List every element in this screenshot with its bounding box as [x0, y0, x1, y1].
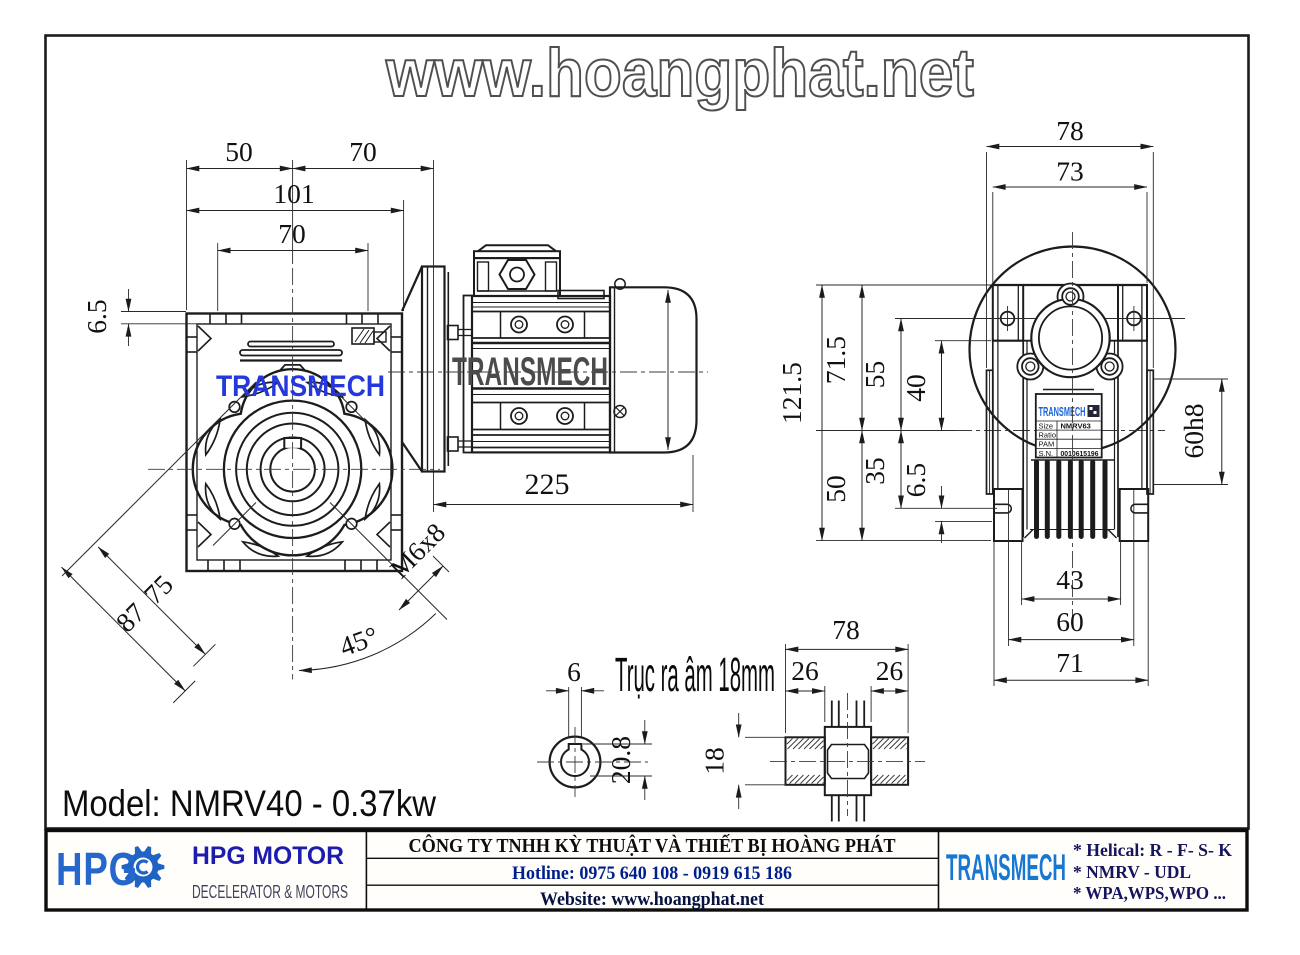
svg-text:6: 6	[567, 656, 581, 687]
svg-text:CÔNG TY TNHH KỲ THUẬT VÀ THIẾT: CÔNG TY TNHH KỲ THUẬT VÀ THIẾT BỊ HOÀNG …	[409, 833, 897, 857]
svg-text:78: 78	[1056, 115, 1084, 146]
svg-text:* NMRV - UDL: * NMRV - UDL	[1073, 862, 1191, 882]
svg-text:18: 18	[699, 747, 730, 775]
svg-text:TRANSMECH: TRANSMECH	[216, 370, 385, 403]
svg-text:101: 101	[273, 178, 314, 209]
svg-text:6.5: 6.5	[81, 299, 112, 333]
svg-text:Trục ra âm 18mm: Trục ra âm 18mm	[615, 649, 775, 702]
svg-text:Hotline: 0975 640 108 - 0919 6: Hotline: 0975 640 108 - 0919 615 186	[512, 863, 792, 884]
svg-text:40: 40	[900, 374, 931, 402]
svg-text:DECELERATOR & MOTORS: DECELERATOR & MOTORS	[192, 881, 348, 902]
svg-text:TRANSMECH: TRANSMECH	[946, 847, 1066, 888]
svg-text:71.5: 71.5	[820, 336, 851, 384]
svg-text:HPG MOTOR: HPG MOTOR	[192, 842, 344, 870]
svg-text:Model: NMRV40 - 0.37kw: Model: NMRV40 - 0.37kw	[62, 783, 436, 824]
svg-text:35: 35	[859, 457, 890, 485]
svg-text:S.N.: S.N.	[1039, 449, 1054, 458]
svg-text:225: 225	[525, 468, 570, 501]
svg-text:71: 71	[1056, 647, 1084, 678]
svg-text:PAM: PAM	[1039, 440, 1055, 449]
svg-text:50: 50	[225, 136, 253, 167]
svg-text:121.5: 121.5	[776, 362, 807, 424]
svg-text:www.hoangphat.net: www.hoangphat.net	[385, 35, 974, 111]
svg-text:50: 50	[820, 475, 851, 503]
svg-text:Website: www.hoangphat.net: Website: www.hoangphat.net	[540, 890, 765, 910]
svg-text:70: 70	[278, 218, 306, 249]
svg-text:* Helical: R - F- S- K: * Helical: R - F- S- K	[1073, 840, 1232, 860]
svg-text:* WPA,WPS,WPO ...: * WPA,WPS,WPO ...	[1073, 883, 1226, 903]
svg-text:43: 43	[1056, 564, 1084, 595]
svg-text:Size: Size	[1039, 421, 1054, 430]
svg-text:78: 78	[832, 614, 860, 645]
svg-text:60: 60	[1056, 606, 1084, 637]
svg-text:20.8: 20.8	[605, 736, 636, 784]
svg-text:73: 73	[1056, 156, 1084, 187]
svg-text:TRANSMECH: TRANSMECH	[1039, 404, 1086, 419]
svg-text:26: 26	[791, 655, 819, 686]
svg-text:NMRV63: NMRV63	[1061, 421, 1091, 430]
svg-text:TRANSMECH: TRANSMECH	[452, 350, 608, 394]
svg-text:60h8: 60h8	[1178, 404, 1209, 459]
svg-text:HPG: HPG	[56, 843, 138, 895]
svg-text:Ratio: Ratio	[1039, 430, 1057, 439]
svg-text:6.5: 6.5	[900, 463, 931, 497]
svg-text:26: 26	[876, 655, 904, 686]
svg-text:0010615196: 0010615196	[1061, 449, 1099, 458]
svg-text:70: 70	[349, 136, 377, 167]
svg-text:55: 55	[859, 361, 890, 389]
